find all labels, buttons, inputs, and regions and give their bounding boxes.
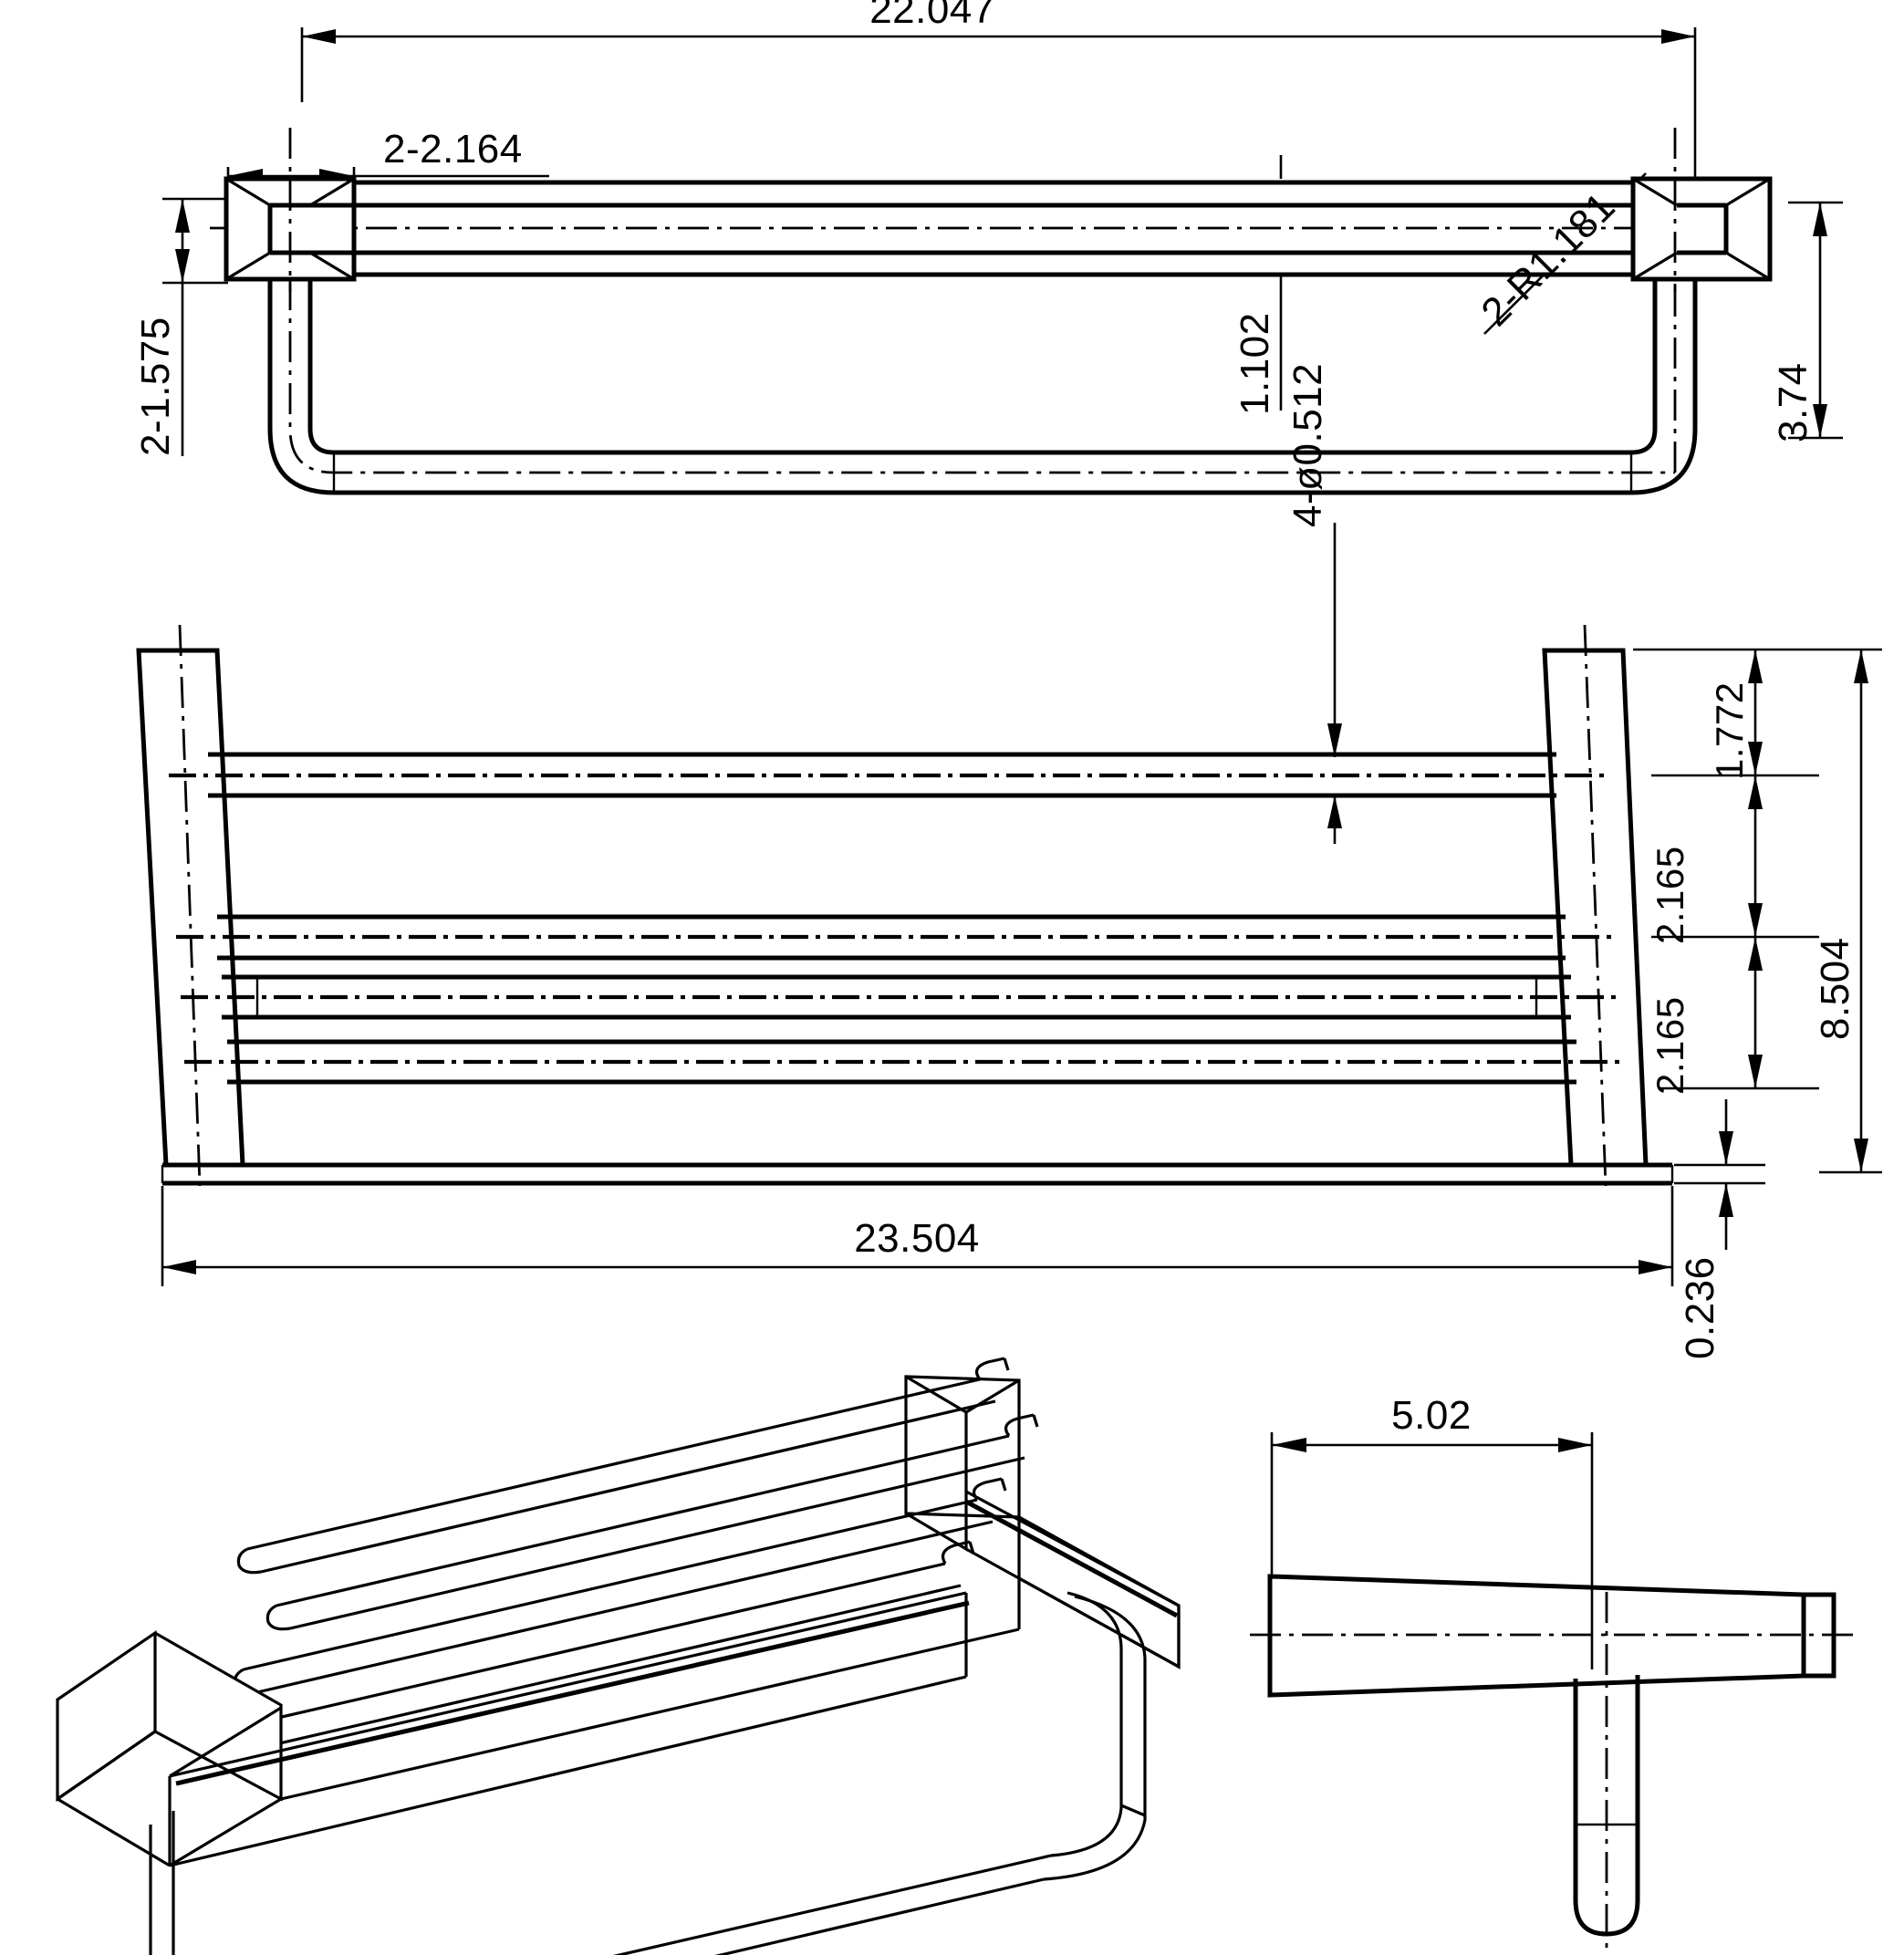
iso-towel-bar — [149, 1591, 1147, 1955]
label-bracket-width: 2-2.164 — [383, 127, 523, 172]
towel-bar-u-top — [267, 128, 1698, 495]
dim-spacing-mid — [1651, 775, 1819, 939]
dim-overall-length — [300, 27, 1697, 201]
side-bracket-body — [1250, 1574, 1857, 1698]
right-bracket-front — [1542, 624, 1649, 1187]
label-plate-thickness: 0.236 — [1678, 1256, 1722, 1359]
side-view — [1250, 1432, 1857, 1952]
label-overall-length: 22.047 — [869, 0, 995, 32]
label-bar-height: 1.102 — [1233, 312, 1277, 415]
dim-overall-height — [1819, 648, 1882, 1174]
rod-4 — [184, 1039, 1626, 1085]
label-spacing-mid: 2.165 — [1649, 846, 1691, 944]
dim-bracket-length — [1270, 1432, 1594, 1669]
leader-rod-diameter — [1327, 523, 1342, 844]
label-rod-diameter: 4-ø0.512 — [1285, 363, 1330, 527]
label-overall-height: 8.504 — [1813, 937, 1857, 1040]
rod-1 — [169, 752, 1606, 798]
rod-2 — [176, 914, 1615, 961]
front-view — [136, 523, 1882, 1286]
left-bracket-top — [224, 176, 1687, 282]
dim-bracket-depth — [162, 197, 228, 456]
dim-base-length — [161, 1186, 1674, 1286]
top-view — [162, 27, 1843, 495]
label-spacing-top: 1.772 — [1708, 681, 1751, 780]
dim-spacing-low — [1659, 937, 1819, 1090]
side-mounting-rod — [1573, 1592, 1640, 1952]
label-base-length: 23.504 — [854, 1216, 980, 1261]
top-rail — [210, 179, 1715, 277]
dim-rack-depth — [1788, 201, 1843, 440]
label-bracket-depth: 2-1.575 — [133, 317, 178, 456]
dim-plate-thickness — [1674, 1099, 1765, 1250]
iso-front-rail — [169, 1578, 1021, 1867]
right-bracket-top — [1630, 176, 1773, 282]
isometric-view — [56, 1357, 1181, 1955]
rod-3 — [181, 974, 1619, 1020]
left-bracket-front — [136, 624, 245, 1187]
label-spacing-low: 2.165 — [1649, 996, 1691, 1095]
base-plate — [161, 1162, 1674, 1186]
label-rack-depth: 3.74 — [1771, 362, 1816, 442]
label-bracket-length: 5.02 — [1391, 1393, 1472, 1438]
dim-spacing-top — [1633, 648, 1819, 777]
iso-rods — [200, 1357, 1039, 1759]
